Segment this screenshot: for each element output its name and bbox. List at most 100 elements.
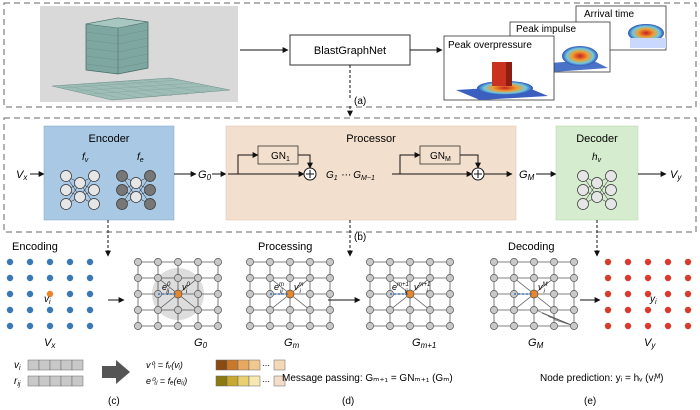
encoding-title: Encoding xyxy=(12,241,58,253)
input-vx: Vx xyxy=(16,169,28,182)
node xyxy=(386,322,394,330)
output-vy: Vy xyxy=(670,169,682,182)
node xyxy=(266,258,274,266)
svg-text:vi: vi xyxy=(14,360,21,372)
feature-cell xyxy=(215,359,228,371)
mlp-neuron xyxy=(577,198,589,210)
gm-bottom: Gm xyxy=(284,337,300,350)
node xyxy=(246,274,254,282)
node xyxy=(386,258,394,266)
node xyxy=(26,322,34,330)
processing-title: Processing xyxy=(258,241,312,253)
feature-cell xyxy=(273,359,286,371)
svg-text:fv: fv xyxy=(82,152,89,164)
node xyxy=(644,322,652,330)
node xyxy=(366,274,374,282)
decoding-title: Decoding xyxy=(508,241,554,253)
node xyxy=(644,306,652,314)
node xyxy=(174,322,182,330)
node xyxy=(570,322,578,330)
node xyxy=(530,274,538,282)
node xyxy=(214,290,222,298)
node xyxy=(426,322,434,330)
mlp-neuron xyxy=(60,170,72,182)
gm-label: GM xyxy=(519,169,535,182)
node-prediction-eq: Node prediction: yᵢ = hᵥ (vᵢᴹ) xyxy=(540,373,663,384)
node xyxy=(550,306,558,314)
mlp-neuron xyxy=(130,191,142,203)
node xyxy=(604,322,612,330)
node xyxy=(490,306,498,314)
node xyxy=(86,322,94,330)
panel-label-a: (a) xyxy=(354,96,366,107)
node xyxy=(26,274,34,282)
mlp-neuron xyxy=(130,177,142,189)
mlp-neuron xyxy=(144,198,156,210)
message-passing-eq: Message passing: Gₘ₊₁ = GNₘ₊₁ (Gₘ) xyxy=(282,373,453,384)
feature-cell xyxy=(38,359,51,371)
node xyxy=(6,290,14,298)
node xyxy=(570,306,578,314)
node xyxy=(446,322,454,330)
node xyxy=(604,274,612,282)
node xyxy=(246,322,254,330)
svg-text:fe: fe xyxy=(137,152,144,164)
node xyxy=(246,258,254,266)
node xyxy=(684,274,692,282)
mlp-neuron xyxy=(88,170,100,182)
node xyxy=(26,306,34,314)
node xyxy=(386,306,394,314)
mlp-neuron xyxy=(591,191,603,203)
node xyxy=(570,290,578,298)
node xyxy=(510,274,518,282)
node xyxy=(46,322,54,330)
mlp-neuron xyxy=(605,198,617,210)
node xyxy=(266,306,274,314)
node xyxy=(664,274,672,282)
node xyxy=(154,322,162,330)
node xyxy=(66,322,74,330)
node xyxy=(194,290,202,298)
node xyxy=(644,274,652,282)
node xyxy=(684,258,692,266)
node xyxy=(86,290,94,298)
mlp-neuron xyxy=(60,184,72,196)
mlp-neuron xyxy=(144,184,156,196)
feature-cell xyxy=(248,375,261,387)
node xyxy=(46,274,54,282)
node xyxy=(624,258,632,266)
mlp-neuron xyxy=(577,184,589,196)
encoder-node-mlp xyxy=(60,170,100,210)
mlp-neuron xyxy=(116,170,128,182)
decoder-box xyxy=(555,125,639,221)
node xyxy=(490,290,498,298)
node xyxy=(134,274,142,282)
node xyxy=(644,258,652,266)
gm1-bottom: Gm+1 xyxy=(412,337,436,350)
node xyxy=(86,306,94,314)
feature-cell xyxy=(237,359,250,371)
mlp-neuron xyxy=(88,198,100,210)
node xyxy=(326,290,334,298)
node xyxy=(406,274,414,282)
node xyxy=(326,258,334,266)
svg-text:Peak impulse: Peak impulse xyxy=(516,24,576,35)
decoder-mlp xyxy=(577,170,617,210)
node xyxy=(366,290,374,298)
mlp-neuron xyxy=(74,177,86,189)
node xyxy=(66,306,74,314)
node xyxy=(604,290,612,298)
node xyxy=(26,258,34,266)
node xyxy=(406,322,414,330)
feature-cell xyxy=(27,375,40,387)
node xyxy=(604,258,612,266)
